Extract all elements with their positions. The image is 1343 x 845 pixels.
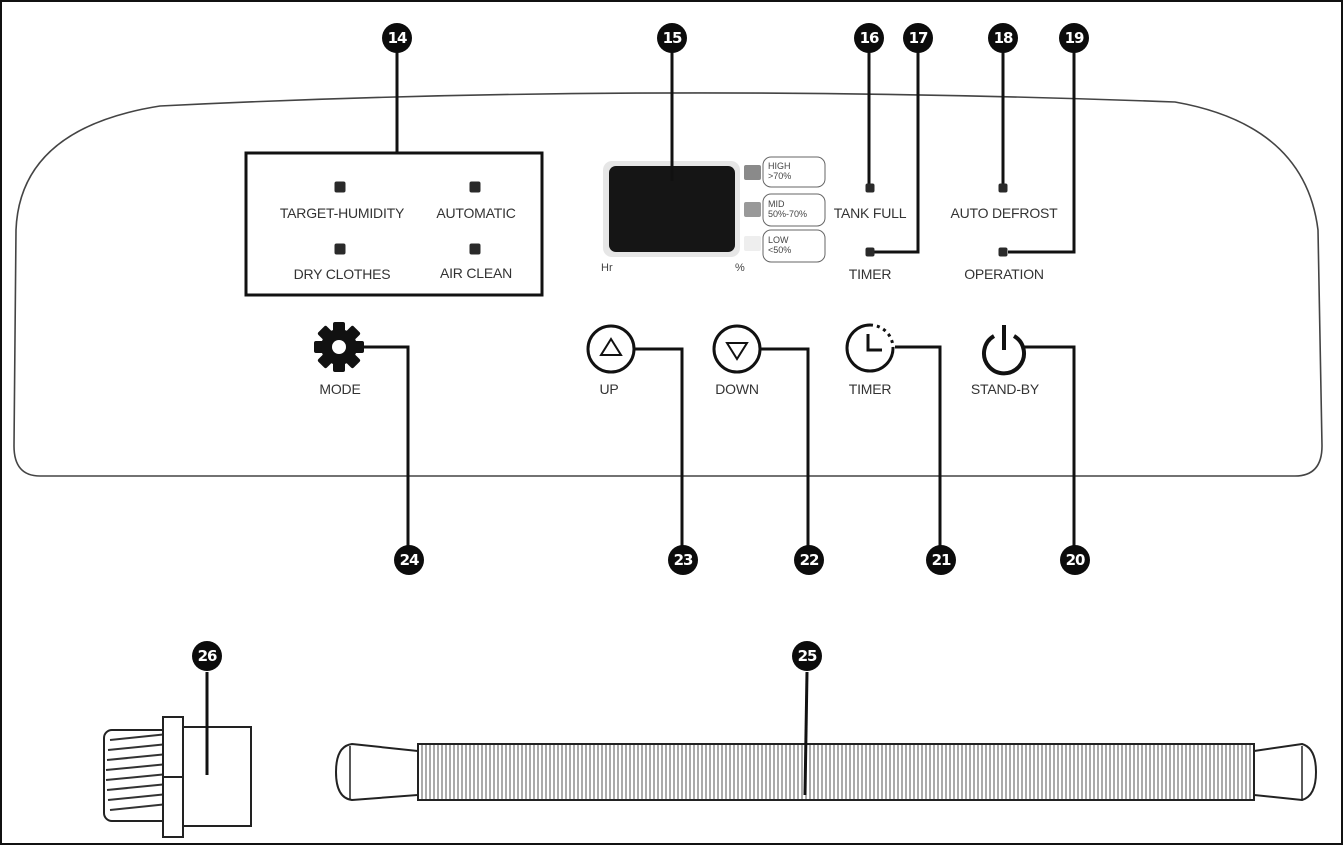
- operation-label: OPERATION: [964, 266, 1044, 282]
- leader-25: [803, 671, 809, 796]
- auto-defrost-led: [998, 183, 1008, 193]
- leader-24: [362, 345, 410, 547]
- high-text: HIGH: [768, 161, 791, 171]
- leader-17: [874, 52, 920, 254]
- auto-defrost-label: AUTO DEFROST: [950, 205, 1058, 221]
- mid-label: MID 50%-70%: [768, 199, 807, 219]
- leader-22: [760, 347, 810, 547]
- air-clean-label: AIR CLEAN: [439, 265, 513, 281]
- automatic-led: [469, 181, 481, 193]
- high-range: >70%: [768, 171, 792, 181]
- timer-indicator-label: TIMER: [848, 266, 892, 282]
- power-icon: [982, 325, 1026, 376]
- up-button-icon: [586, 324, 636, 374]
- tank-full-led: [865, 183, 875, 193]
- display-screen: [609, 166, 735, 252]
- drain-connector: [103, 716, 252, 838]
- callout-14: 14: [382, 23, 412, 53]
- callout-15: 15: [657, 23, 687, 53]
- dry-clothes-label: DRY CLOTHES: [293, 266, 391, 282]
- mode-button-label: MODE: [319, 381, 361, 397]
- low-label: LOW <50%: [768, 235, 791, 255]
- target-humidity-led: [334, 181, 346, 193]
- callout-20: 20: [1060, 545, 1090, 575]
- down-button-label: DOWN: [715, 381, 759, 397]
- standby-button-label: STAND-BY: [970, 381, 1040, 397]
- mid-text: MID: [768, 199, 785, 209]
- callout-17: 17: [903, 23, 933, 53]
- timer-led: [865, 247, 875, 257]
- dry-clothes-led: [334, 243, 346, 255]
- callout-23: 23: [668, 545, 698, 575]
- drain-hose: [334, 742, 1318, 802]
- callout-26: 26: [192, 641, 222, 671]
- timer-button-label: TIMER: [848, 381, 892, 397]
- leader-20: [1024, 345, 1076, 547]
- percent-label: %: [735, 262, 745, 274]
- mid-indicator: [744, 202, 761, 217]
- callout-25: 25: [792, 641, 822, 671]
- tank-full-label: TANK FULL: [833, 205, 907, 221]
- low-range: <50%: [768, 245, 792, 255]
- panel-outline: [13, 92, 1323, 477]
- gear-icon: [314, 322, 364, 372]
- callout-16: 16: [854, 23, 884, 53]
- leader-23: [634, 347, 684, 547]
- mode-box: [244, 151, 544, 297]
- target-humidity-label: TARGET-HUMIDITY: [279, 205, 405, 221]
- callout-21: 21: [926, 545, 956, 575]
- callout-22: 22: [794, 545, 824, 575]
- air-clean-led: [469, 243, 481, 255]
- operation-led: [998, 247, 1008, 257]
- low-box: [762, 229, 826, 263]
- hr-label: Hr: [601, 262, 613, 274]
- down-button-icon: [712, 324, 762, 374]
- callout-19: 19: [1059, 23, 1089, 53]
- high-box: [762, 156, 826, 188]
- timer-clock-icon: [845, 323, 895, 373]
- low-text: LOW: [768, 235, 789, 245]
- automatic-label: AUTOMATIC: [436, 205, 516, 221]
- mid-box: [762, 193, 826, 227]
- callout-18: 18: [988, 23, 1018, 53]
- leader-21: [895, 345, 942, 547]
- high-indicator: [744, 165, 761, 180]
- callout-24: 24: [394, 545, 424, 575]
- low-indicator: [744, 236, 761, 251]
- leader-19: [1008, 52, 1076, 254]
- high-label: HIGH >70%: [768, 161, 791, 181]
- up-button-label: UP: [599, 381, 619, 397]
- mid-range: 50%-70%: [768, 209, 808, 219]
